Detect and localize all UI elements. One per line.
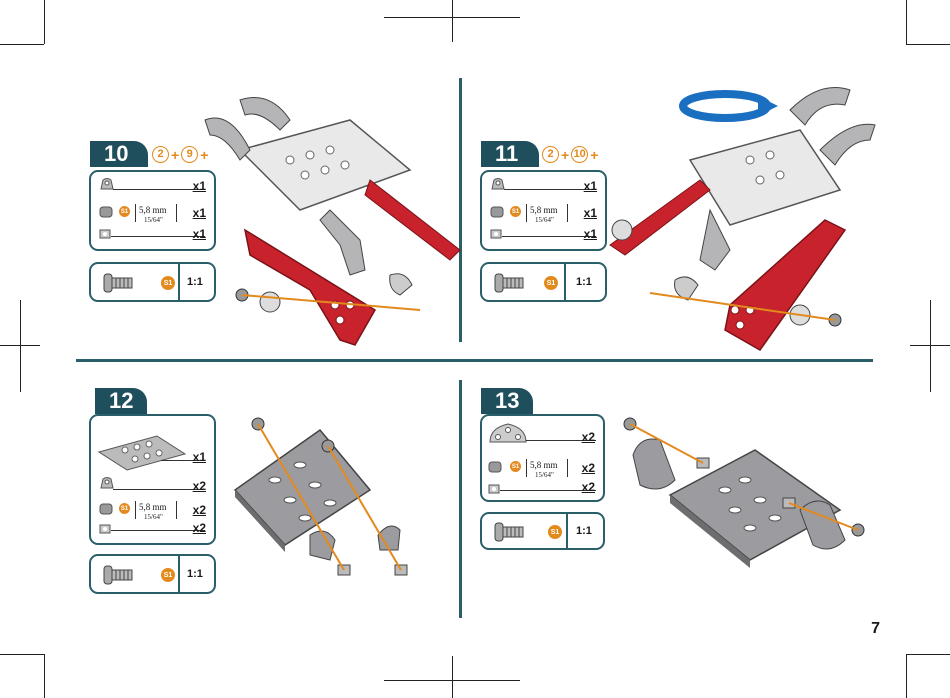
registration-mark [452,656,453,698]
step-ref: 2 [542,146,559,163]
screw-scale-box: S1 1:1 [480,262,607,302]
part-quantity: x2 [193,521,206,535]
screw-badge: S1 [119,206,130,217]
step-12-assembly-illustration [230,410,440,585]
screw-badge: S1 [544,276,558,290]
scale-ratio: 1:1 [187,568,203,580]
nut-part-icon [99,524,111,534]
bolt-part-icon [99,205,113,219]
part-quantity: x1 [584,179,597,193]
step-ref: 10 [571,146,588,163]
screw-icon [103,564,133,586]
screw-badge: S1 [510,461,521,472]
screw-icon [494,521,524,543]
triangle-plate-part-icon [488,422,528,446]
nut-part-icon [490,229,502,239]
page-number: 7 [871,620,880,638]
part-quantity: x1 [193,450,206,464]
part-quantity: x2 [582,461,595,475]
screw-badge: S1 [119,503,130,514]
crop-mark [906,654,907,698]
bolt-part-icon [99,502,113,516]
screw-scale-box: S1 1:1 [89,262,216,302]
registration-mark [930,300,931,392]
step-11-assembly-illustration [610,80,880,355]
step-divider [459,380,462,618]
part-quantity: x2 [582,480,595,494]
part-quantity: x2 [193,503,206,517]
crop-mark [906,0,907,44]
nut-part-icon [488,484,500,494]
crop-mark [44,0,45,44]
step-number-badge: 12 [95,388,147,414]
screw-icon [494,272,524,294]
part-quantity: x1 [584,227,597,241]
step-number-badge: 11 [481,141,539,167]
screw-badge: S1 [161,276,175,290]
bolt-part-icon [490,205,504,219]
step-ref: 2 [152,146,169,163]
crop-mark [0,654,44,655]
screw-icon [103,272,133,294]
bolt-part-icon [488,460,502,474]
flat-plate-part-icon [97,432,187,472]
crop-mark [906,654,950,655]
part-quantity: x1 [584,206,597,220]
step-prerequisites: 2 + 10 + [542,146,598,163]
registration-mark [20,300,21,392]
registration-mark [452,0,453,42]
step-10-assembly-illustration [200,80,460,350]
screw-badge: S1 [510,206,521,217]
part-quantity: x2 [582,430,595,444]
scale-ratio: 1:1 [576,276,592,288]
screw-badge: S1 [161,568,175,582]
screw-scale-box: S1 1:1 [89,554,216,594]
step-number-badge: 13 [481,388,533,414]
screw-scale-box: S1 1:1 [480,512,605,550]
step-number-badge: 10 [90,141,148,167]
crop-mark [44,654,45,698]
row-divider [76,359,873,362]
crop-mark [906,44,950,45]
part-quantity: x2 [193,479,206,493]
step-13-assembly-illustration [615,410,875,585]
crop-mark [0,44,44,45]
step-ref: 9 [181,146,198,163]
screw-badge: S1 [548,525,562,539]
scale-ratio: 1:1 [576,525,592,537]
bracket-part-icon [99,476,115,490]
nut-part-icon [99,229,111,239]
